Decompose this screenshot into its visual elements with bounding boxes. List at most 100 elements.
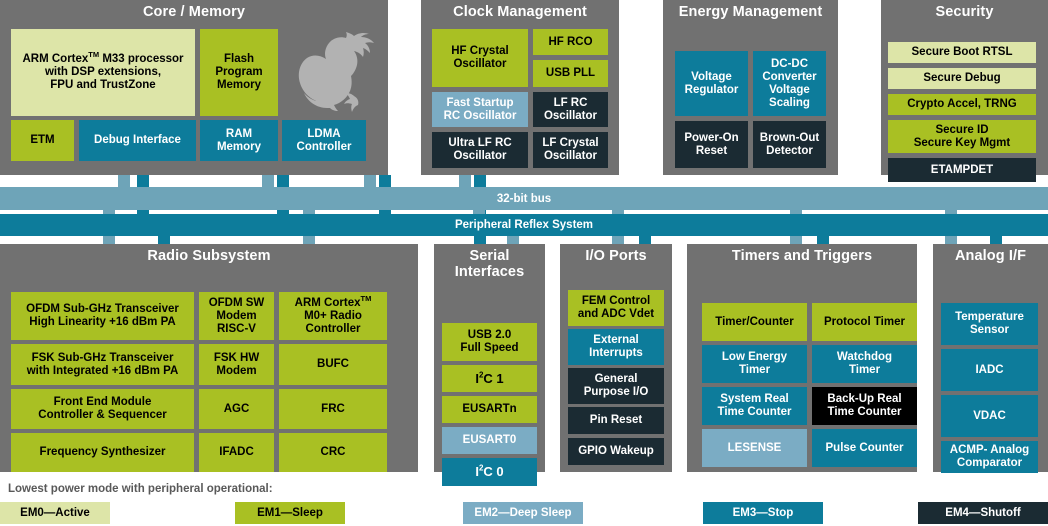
block-etampdet[interactable]: ETAMPDET bbox=[888, 158, 1036, 183]
legend-item-em4[interactable]: EM4—Shutoff bbox=[918, 502, 1048, 524]
block-i2c-1[interactable]: I2C 1 bbox=[442, 365, 537, 393]
bus-link-e bbox=[790, 210, 802, 217]
bus-link-c bbox=[473, 210, 485, 217]
block-usb-pll[interactable]: USB PLL bbox=[533, 60, 608, 88]
block-debug-interface[interactable]: Debug Interface bbox=[79, 120, 196, 162]
block-frequency-synthesizer[interactable]: Frequency Synthesizer bbox=[11, 433, 194, 473]
block-secure-boot-rtsl[interactable]: Secure Boot RTSL bbox=[888, 42, 1036, 64]
block-agc[interactable]: AGC bbox=[199, 389, 274, 430]
bus-link-a bbox=[103, 210, 115, 217]
legend-label-em0: EM0—Active bbox=[20, 507, 90, 519]
panel-title-energy-management: Energy Management bbox=[678, 4, 823, 20]
panel-core-memory: Core / Memory ARM CortexTM M33 processor… bbox=[0, 0, 388, 175]
block-timer-counter[interactable]: Timer/Counter bbox=[702, 303, 807, 342]
block-i2c-0[interactable]: I2C 0 bbox=[442, 458, 537, 487]
block-ifadc[interactable]: IFADC bbox=[199, 433, 274, 473]
panel-radio-subsystem: Radio Subsystem OFDM Sub-GHz Transceiver… bbox=[0, 244, 418, 473]
block-vdac[interactable]: VDAC bbox=[941, 395, 1038, 438]
block-gpio-wakeup[interactable]: GPIO Wakeup bbox=[568, 438, 664, 466]
bus-link-b bbox=[303, 210, 315, 217]
block-etm[interactable]: ETM bbox=[11, 120, 74, 162]
block-pulse-counter[interactable]: Pulse Counter bbox=[812, 429, 917, 468]
panel-title-security: Security bbox=[935, 4, 994, 20]
bus-stub-radio-lower-b bbox=[158, 236, 170, 246]
block-eusart0[interactable]: EUSART0 bbox=[442, 427, 537, 455]
block-frc[interactable]: FRC bbox=[279, 389, 387, 430]
legend-label-em4: EM4—Shutoff bbox=[945, 507, 1021, 519]
bus-link-d bbox=[612, 210, 624, 217]
legend-item-em1[interactable]: EM1—Sleep bbox=[235, 502, 345, 524]
block-eusartn[interactable]: EUSARTn bbox=[442, 396, 537, 424]
block-hf-rco[interactable]: HF RCO bbox=[533, 29, 608, 56]
bus-stub-io-lower-a bbox=[612, 236, 624, 246]
block-crypto-accel-trng[interactable]: Crypto Accel, TRNG bbox=[888, 94, 1036, 116]
block-bufc[interactable]: BUFC bbox=[279, 344, 387, 386]
block-protocol-timer[interactable]: Protocol Timer bbox=[812, 303, 917, 342]
bus-stub-radio-lower-a bbox=[103, 236, 115, 246]
legend-label-em1: EM1—Sleep bbox=[257, 507, 323, 519]
panel-title-core-memory: Core / Memory bbox=[142, 4, 246, 20]
bus-stub-clock-upper-a bbox=[262, 175, 274, 187]
panel-title-io-ports: I/O Ports bbox=[585, 248, 647, 264]
legend-label-em2: EM2—Deep Sleep bbox=[474, 507, 572, 519]
block-pin-reset[interactable]: Pin Reset bbox=[568, 407, 664, 435]
legend-item-em0[interactable]: EM0—Active bbox=[0, 502, 110, 524]
block-iadc[interactable]: IADC bbox=[941, 349, 1038, 392]
bus-stub-core-upper-a bbox=[118, 175, 130, 187]
bus-stub-timers-lower-a bbox=[790, 236, 802, 246]
bus-peripheral-reflex-system[interactable]: Peripheral Reflex System bbox=[0, 214, 1048, 236]
panel-title-clock-management: Clock Management bbox=[453, 4, 587, 20]
legend-item-em2[interactable]: EM2—Deep Sleep bbox=[463, 502, 583, 524]
panel-title-radio-subsystem: Radio Subsystem bbox=[147, 248, 271, 264]
legend-item-em3[interactable]: EM3—Stop bbox=[703, 502, 823, 524]
bus-stub-analog-lower-a bbox=[945, 236, 957, 246]
bus-stub-energy-upper-a bbox=[364, 175, 376, 187]
bus-prs-label: Peripheral Reflex System bbox=[454, 219, 594, 231]
bus-stub-timers-lower-b bbox=[817, 236, 829, 246]
panel-title-analog-if: Analog I/F bbox=[954, 248, 1027, 264]
gecko-logo-icon bbox=[298, 32, 374, 113]
block-secure-debug[interactable]: Secure Debug bbox=[888, 68, 1036, 90]
block-lesense[interactable]: LESENSE bbox=[702, 429, 807, 468]
bus-stub-io-lower-b bbox=[639, 236, 651, 246]
legend-caption: Lowest power mode with peripheral operat… bbox=[8, 483, 273, 495]
bus-stub-serial-lower-a bbox=[303, 236, 315, 246]
block-crc[interactable]: CRC bbox=[279, 433, 387, 473]
bus-32bit[interactable]: 32-bit bus bbox=[0, 187, 1048, 210]
